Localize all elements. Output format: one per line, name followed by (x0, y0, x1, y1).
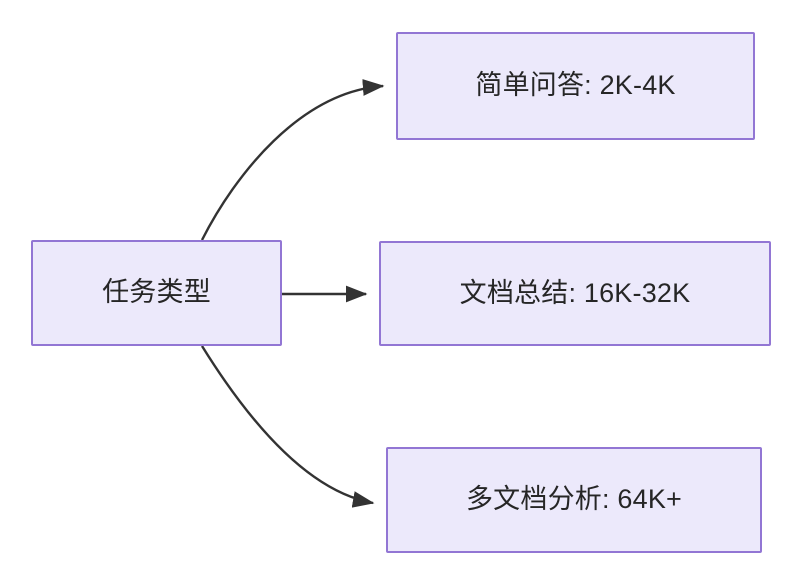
node-label: 任务类型 (102, 277, 211, 308)
edge-root-multi-doc (200, 345, 375, 508)
node-label: 文档总结: 16K-32K (459, 277, 691, 308)
node-label: 多文档分析: 64K+ (465, 484, 682, 515)
edge-root-simple-qa (200, 79, 385, 241)
node-document-summary[interactable]: 文档总结: 16K-32K (379, 241, 771, 346)
node-simple-qa[interactable]: 简单问答: 2K-4K (396, 32, 755, 140)
node-label: 简单问答: 2K-4K (475, 70, 676, 101)
node-task-type[interactable]: 任务类型 (31, 240, 282, 346)
node-multi-document-analysis[interactable]: 多文档分析: 64K+ (386, 447, 762, 553)
